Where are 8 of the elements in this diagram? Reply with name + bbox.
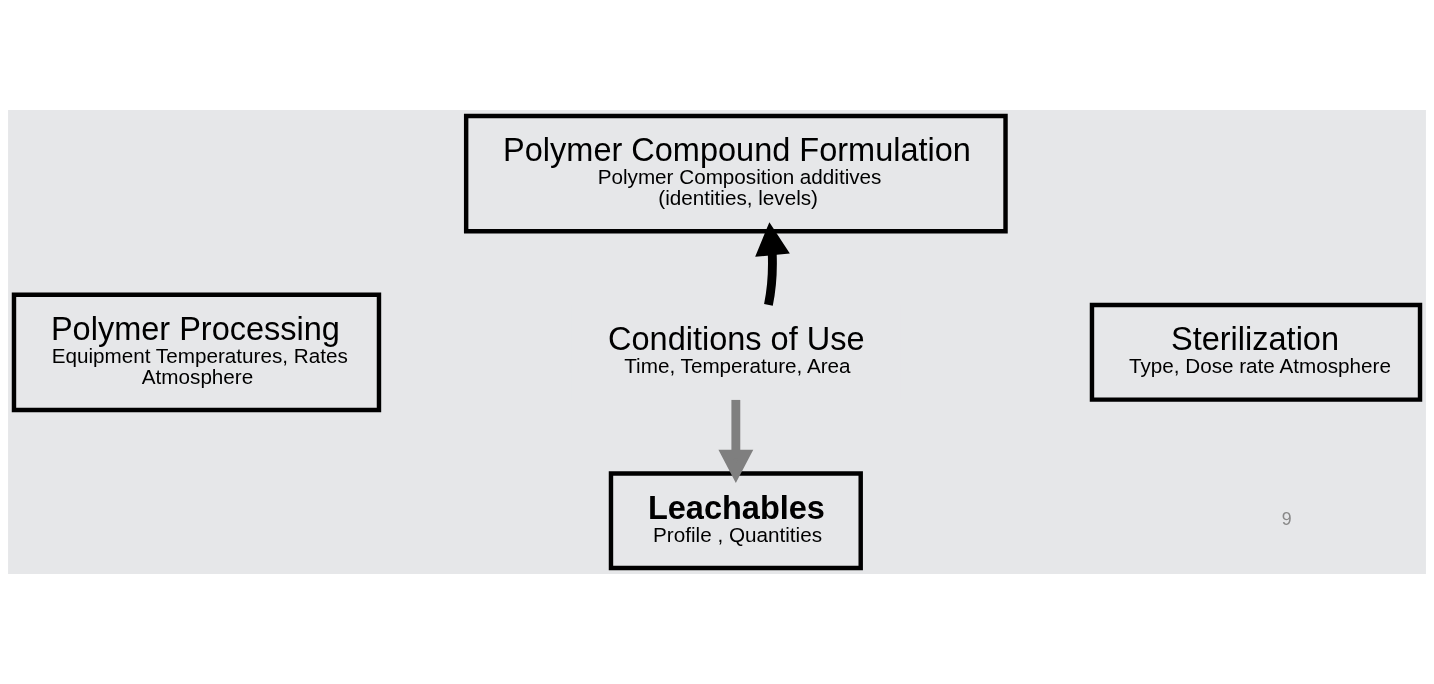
node-box: Polymer Compound Formulation Polymer Composition additives (identities, levels) <box>463 113 1008 234</box>
node-text: Conditions of Use Time, Temperature, Area <box>608 321 865 378</box>
node-box: Sterilization Type, Dose rate Atmosphere <box>1089 302 1423 402</box>
node-box: Polymer Processing Equipment Temperatures, Rates Atmosphere <box>11 292 382 413</box>
node-box: Leachables Profile , Quantities <box>608 471 863 571</box>
arrow <box>718 399 754 483</box>
label: 9 <box>1281 509 1292 530</box>
arrow <box>755 222 790 306</box>
